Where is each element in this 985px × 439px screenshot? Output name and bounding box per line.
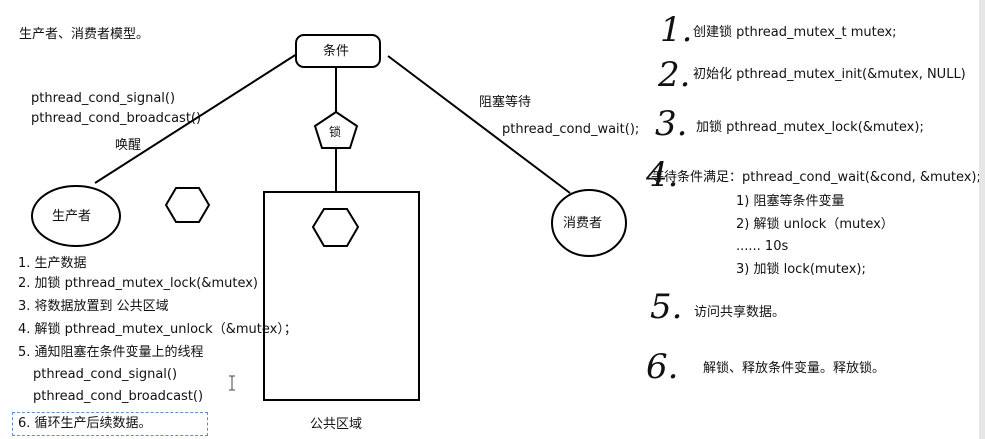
data-hexagon-free — [164, 187, 211, 223]
producer-step-2: 2. 加锁 pthread_mutex_lock(&mutex) — [18, 276, 258, 291]
producer-step-5: 5. 通知阻塞在条件变量上的线程 — [18, 345, 204, 360]
wait-line — [387, 55, 571, 194]
producer-step-1: 1. 生产数据 — [18, 256, 87, 271]
wait-call-label: pthread_cond_wait(); — [502, 122, 640, 137]
consumer-step-4-sub-4: 3) 加锁 lock(mutex); — [736, 262, 866, 277]
consumer-step-2: 初始化 pthread_mutex_init(&mutex, NULL) — [693, 67, 966, 82]
condition-box — [295, 34, 381, 68]
wake-label: 唤醒 — [115, 138, 142, 153]
selection-box — [12, 412, 208, 436]
producer-step-4: 4. 解锁 pthread_mutex_unlock（&mutex）； — [18, 322, 297, 337]
page-title: 生产者、消费者模型。 — [19, 27, 150, 42]
producer-label: 生产者 — [52, 209, 92, 224]
producer-step-5-signal: pthread_cond_signal() — [33, 367, 178, 382]
consumer-node — [551, 189, 627, 257]
consumer-step-3: 加锁 pthread_mutex_lock(&mutex); — [696, 120, 924, 135]
consumer-step-5-number: 5. — [650, 287, 683, 327]
lock-label: 锁 — [329, 125, 342, 139]
producer-node — [31, 185, 121, 247]
producer-step-6: 6. 循环生产后续数据。 — [18, 416, 152, 431]
shared-area-label: 公共区域 — [310, 417, 363, 432]
wake-line — [94, 51, 301, 184]
block-wait-label: 阻塞等待 — [479, 95, 532, 110]
consumer-step-1-number: 1. — [660, 10, 693, 50]
consumer-step-6-number: 6. — [646, 347, 679, 387]
consumer-step-4-number: 4. — [646, 155, 679, 195]
producer-step-3: 3. 将数据放置到 公共区域 — [18, 299, 169, 314]
consumer-step-4: 等待条件满足：pthread_cond_wait(&cond, &mutex); — [651, 170, 981, 185]
consumer-step-3-number: 3. — [655, 104, 688, 144]
consumer-step-5: 访问共享数据。 — [694, 305, 786, 320]
signal-call-label: pthread_cond_signal() — [31, 91, 176, 106]
lock-pentagon — [313, 110, 359, 149]
consumer-step-2-number: 2. — [658, 55, 691, 95]
broadcast-call-label: pthread_cond_broadcast() — [31, 111, 202, 126]
consumer-step-4-sub-2: 2) 解锁 unlock（mutex） — [736, 217, 894, 232]
consumer-step-1: 创建锁 pthread_mutex_t mutex; — [693, 25, 897, 40]
condition-label: 条件 — [323, 44, 350, 59]
producer-step-5-broadcast: pthread_cond_broadcast() — [33, 389, 204, 404]
consumer-label: 消费者 — [563, 216, 603, 231]
window-edge — [979, 0, 985, 439]
consumer-step-4-sub-3: ...... 10s — [736, 239, 789, 254]
consumer-step-4-sub-1: 1) 阻塞等条件变量 — [736, 194, 845, 209]
data-hexagon-shared — [311, 208, 360, 247]
consumer-step-6: 解锁、释放条件变量。释放锁。 — [703, 361, 886, 376]
